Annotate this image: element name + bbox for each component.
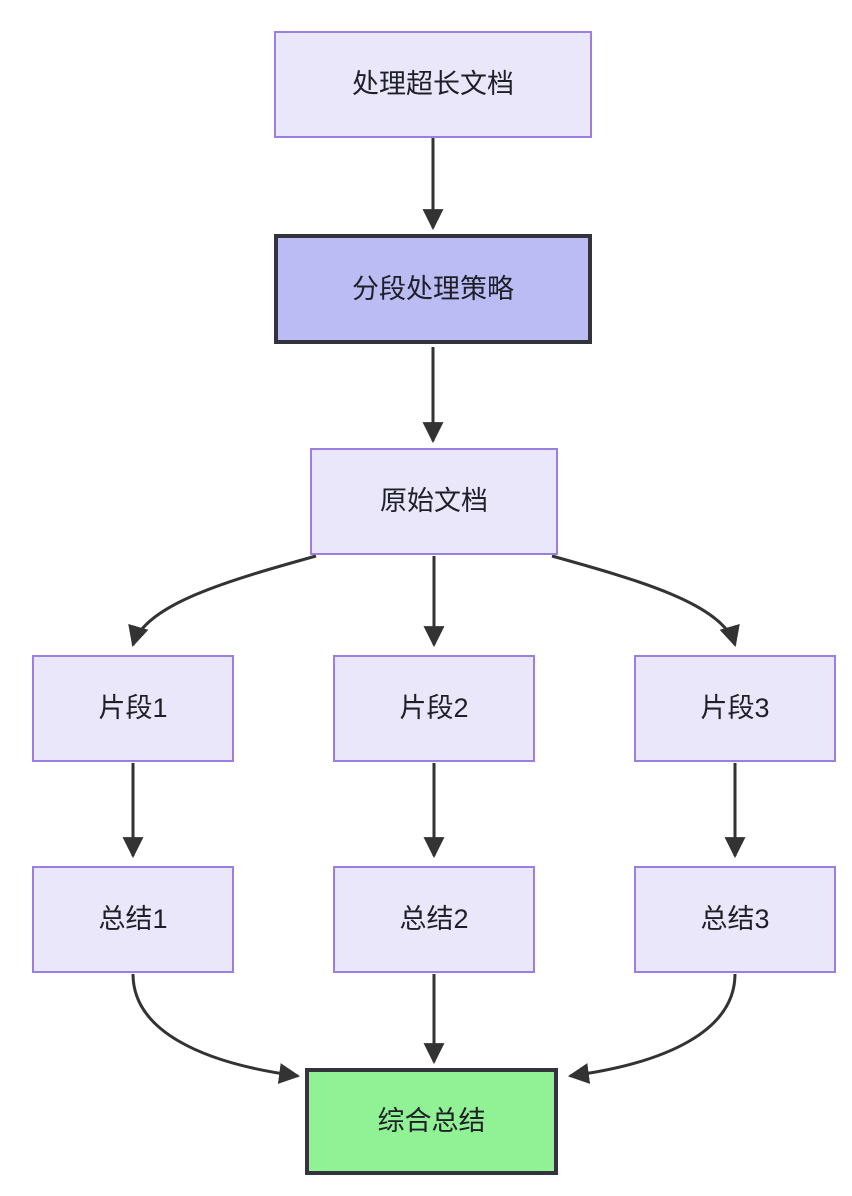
node-chunking-strategy[interactable]: 分段处理策略 [274, 234, 592, 344]
node-summary-3[interactable]: 总结3 [634, 866, 836, 973]
node-summary-2[interactable]: 总结2 [333, 866, 535, 973]
node-label: 综合总结 [377, 1106, 486, 1137]
node-summary-1[interactable]: 总结1 [32, 866, 234, 973]
node-label: 原始文档 [380, 486, 488, 517]
edge-source-to-fragment-3 [551, 554, 740, 648]
edge-source-to-fragment-1 [128, 554, 317, 648]
node-label: 片段3 [700, 693, 770, 724]
node-fragment-3[interactable]: 片段3 [634, 655, 836, 762]
edge-summary-1-to-final [131, 973, 301, 1084]
node-fragment-2[interactable]: 片段2 [333, 655, 535, 762]
node-final-summary[interactable]: 综合总结 [305, 1068, 558, 1175]
node-label: 分段处理策略 [352, 273, 514, 304]
node-label: 片段1 [98, 693, 168, 724]
node-label: 片段2 [399, 693, 469, 724]
node-label: 总结2 [399, 904, 469, 935]
node-label: 总结3 [700, 904, 770, 935]
node-label: 总结1 [98, 904, 168, 935]
node-label: 处理超长文档 [352, 69, 514, 100]
edge-summary-3-to-final [567, 973, 737, 1084]
node-fragment-1[interactable]: 片段1 [32, 655, 234, 762]
node-process-long-document[interactable]: 处理超长文档 [274, 31, 592, 138]
node-source-document[interactable]: 原始文档 [310, 448, 558, 555]
